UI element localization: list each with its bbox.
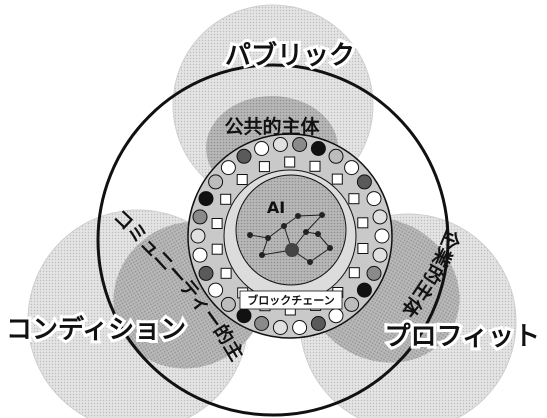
blockchain-node	[272, 320, 288, 335]
blockchain-node	[372, 209, 388, 225]
ai-link	[297, 214, 323, 217]
label-public-entity: 公共的主体	[224, 115, 320, 138]
ai-node	[307, 259, 313, 265]
blockchain-node	[344, 296, 360, 312]
blockchain-block	[357, 243, 369, 254]
blockchain-block	[220, 193, 232, 205]
ai-link	[267, 225, 285, 239]
ai-node	[303, 229, 309, 235]
blockchain-node	[208, 174, 224, 190]
blockchain-node	[310, 141, 326, 156]
blockchain-node	[372, 247, 388, 263]
ai-node	[285, 243, 299, 257]
blockchain-node	[292, 320, 308, 335]
blockchain-node	[272, 137, 288, 152]
ai-link	[317, 233, 331, 249]
ai-link	[249, 234, 269, 239]
blockchain-label-bg	[239, 290, 343, 310]
blockchain-block	[258, 161, 270, 173]
blockchain-block	[309, 160, 321, 172]
blockchain-block	[211, 218, 223, 229]
label-public: パブリック	[225, 40, 355, 71]
label-ai: AI	[267, 198, 285, 217]
blockchain-block	[348, 267, 360, 279]
blockchain-node	[344, 160, 360, 176]
blockchain-node	[198, 191, 214, 207]
ai-node	[281, 223, 287, 229]
blockchain-block	[284, 156, 296, 168]
blockchain-node	[374, 228, 390, 244]
blockchain-node	[220, 296, 236, 312]
blockchain-node	[208, 282, 224, 298]
blockchain-block	[348, 193, 360, 205]
blockchain-node	[366, 265, 382, 281]
blockchain-node	[220, 160, 236, 176]
blockchain-block	[220, 267, 232, 279]
ai-link	[309, 247, 331, 263]
ai-node	[295, 213, 301, 219]
label-profit: プロフィット	[385, 322, 540, 352]
blockchain-node	[236, 148, 252, 164]
blockchain-node	[254, 316, 270, 331]
ai-core	[235, 174, 347, 286]
blockchain-node	[292, 137, 308, 152]
ai-node	[319, 212, 325, 218]
blockchain-block	[211, 243, 223, 255]
ai-link	[305, 214, 323, 233]
ai-node	[327, 245, 333, 251]
blockchain-node	[310, 316, 326, 331]
blockchain-node	[328, 308, 344, 324]
blockchain-node	[254, 141, 270, 156]
blockchain-node	[366, 191, 382, 207]
blockchain-block	[236, 174, 248, 185]
blockchain-node	[192, 209, 208, 225]
blockchain-node	[198, 265, 214, 281]
blockchain-node	[190, 228, 206, 244]
ai-node	[265, 235, 271, 241]
ai-node	[247, 232, 253, 238]
ai-network	[247, 212, 333, 265]
blockchain-node	[328, 148, 344, 164]
ai-node	[315, 231, 321, 237]
big-ring	[96, 63, 450, 417]
blockchain-block	[357, 217, 369, 229]
label-blockchain: ブロックチェーン	[247, 293, 334, 307]
label-condition: コンディション	[6, 314, 186, 345]
blockchain-node	[356, 174, 372, 190]
ai-node	[259, 252, 265, 258]
blockchain-block	[331, 173, 343, 185]
blockchain-node	[236, 308, 252, 324]
blockchain-node	[356, 282, 372, 298]
ai-link	[261, 237, 269, 256]
blockchain-node	[192, 247, 208, 263]
